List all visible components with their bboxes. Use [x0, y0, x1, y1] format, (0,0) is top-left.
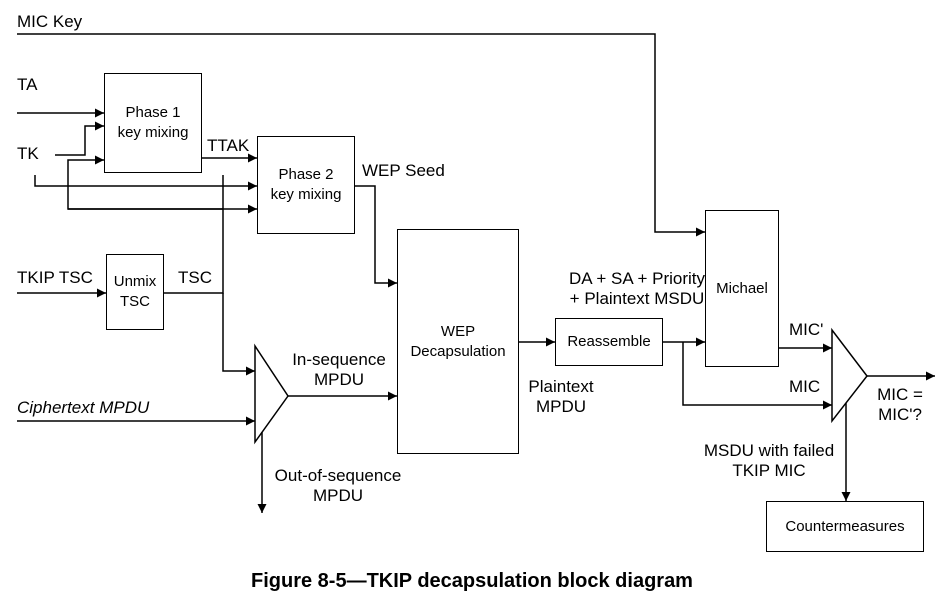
ta-label: TA	[17, 75, 38, 94]
reassemble-block: Reassemble	[555, 318, 663, 366]
countermeasures-block: Countermeasures	[766, 501, 924, 552]
tkip-tsc-label: TKIP TSC	[17, 268, 93, 287]
unmix-line1: Unmix	[113, 273, 157, 290]
phase1-block: Phase 1 key mixing	[104, 73, 202, 173]
mic-compare-line2: MIC'?	[878, 405, 922, 424]
plaintext-line2: MPDU	[535, 397, 587, 416]
phase2-line1: Phase 2	[278, 166, 334, 183]
da-sa-line1: DA + SA + Priority	[568, 269, 706, 288]
phase2-block: Phase 2 key mixing	[257, 136, 355, 234]
wep-line2: Decapsulation	[410, 342, 506, 360]
mic-compare-label: MIC =MIC'?	[870, 385, 930, 425]
mic-compare-line1: MIC =	[877, 385, 923, 404]
mic-key-line	[17, 33, 705, 237]
phase1-line1: Phase 1	[125, 104, 181, 121]
wep-seed-label: WEP Seed	[362, 161, 445, 180]
wep-seed-line	[355, 185, 397, 288]
da-sa-line2: + Plaintext MSDU	[569, 289, 705, 308]
failed-mic-line2: TKIP MIC	[732, 461, 806, 480]
tsc-comparator-line	[222, 293, 255, 376]
tk-phase1-line	[55, 121, 104, 156]
ttak-label: TTAK	[207, 136, 250, 155]
tk-phase2-line	[34, 175, 257, 191]
figure-caption: Figure 8-5—TKIP decapsulation block diag…	[251, 570, 693, 592]
mic-label: MIC	[789, 377, 821, 396]
tk-label: TK	[17, 144, 39, 163]
mic-key-label: MIC Key	[17, 12, 83, 31]
out-of-sequence-line1: Out-of-sequence	[274, 466, 402, 485]
failed-mic-line1: MSDU with failed	[703, 441, 835, 460]
ciphertext-label: Ciphertext MPDU	[17, 398, 150, 417]
plaintext-line1: Plaintext	[528, 377, 594, 396]
phase1-line2: key mixing	[117, 124, 189, 141]
phase2-line2: key mixing	[270, 186, 342, 203]
tsc-label: TSC	[178, 268, 212, 287]
mic-compare-triangle	[831, 327, 868, 424]
wep-line1: WEP	[440, 322, 476, 340]
unmix-line2: TSC	[119, 293, 150, 310]
da-sa-label: DA + SA + Priority+ Plaintext MSDU	[554, 269, 720, 309]
michael-block: Michael	[705, 210, 779, 367]
out-of-sequence-line2: MPDU	[312, 486, 364, 505]
mic-prime-label: MIC'	[789, 320, 824, 339]
mic-line	[682, 342, 832, 410]
in-sequence-line1: In-sequence	[292, 350, 386, 369]
wep-block: WEP Decapsulation	[397, 229, 519, 454]
sequence-check-triangle	[254, 343, 289, 445]
in-sequence-line2: MPDU	[313, 370, 365, 389]
